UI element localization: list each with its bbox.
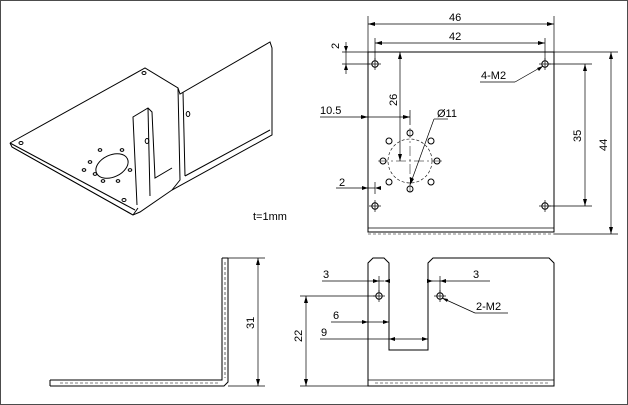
dim-3-right: 3 [473,269,479,281]
iso-ring-hole [81,168,87,172]
iso-ring-hole [87,160,93,164]
iso-slot-edge [147,107,151,197]
dim-31: 31 [245,317,257,329]
front-view: 3 3 2-M2 6 9 22 [293,257,555,387]
iso-hole-3 [121,198,127,202]
iso-wall-hole-2 [144,138,150,144]
iso-hole-2 [18,141,24,145]
iso-ring-hole [97,148,103,152]
top-view: 46 42 2 10.5 26 Ø11 2 [320,12,618,235]
dim-44: 44 [598,139,610,151]
iso-ring-hole [119,148,125,152]
iso-ring-hole [100,179,106,183]
dim-10-5: 10.5 [320,105,341,117]
side-view: 31 [49,257,265,387]
iso-ring-hole [115,179,121,183]
callout-4-m2: 4-M2 [481,70,506,82]
iso-ring-hole [92,172,98,176]
thickness-note: t=1mm [253,211,287,223]
top-ring-holes [379,129,441,193]
dim-35: 35 [572,130,584,142]
dim-2-left: 2 [339,177,345,189]
iso-base-front-edge [9,142,136,211]
iso-wall-bottom-edge [184,129,271,177]
iso-base-bottom-edge [11,146,134,216]
iso-slot-tab [132,107,173,206]
front-outline [367,257,555,387]
iso-base-corner [132,207,139,216]
side-outer-profile [50,258,229,387]
dim-3-left: 3 [323,269,329,281]
dim-9: 9 [321,327,327,339]
top-plate-outline [367,51,555,233]
dim-26: 26 [388,94,400,106]
dim-42: 42 [449,31,461,43]
iso-wall-bend [171,87,181,191]
iso-wall-inner-edge [182,91,186,177]
iso-ring-hole [127,168,133,172]
isometric-view [9,41,273,216]
callout-2-m2: 2-M2 [476,301,501,313]
dim-46: 46 [449,12,461,24]
iso-wall-hole-1 [185,111,191,117]
dim-22: 22 [293,330,305,342]
side-inner-profile [50,258,223,381]
dim-6: 6 [333,310,339,322]
dim-2-top: 2 [330,43,342,49]
dim-diameter-11: Ø11 [437,108,457,120]
iso-hole-1 [141,71,147,75]
